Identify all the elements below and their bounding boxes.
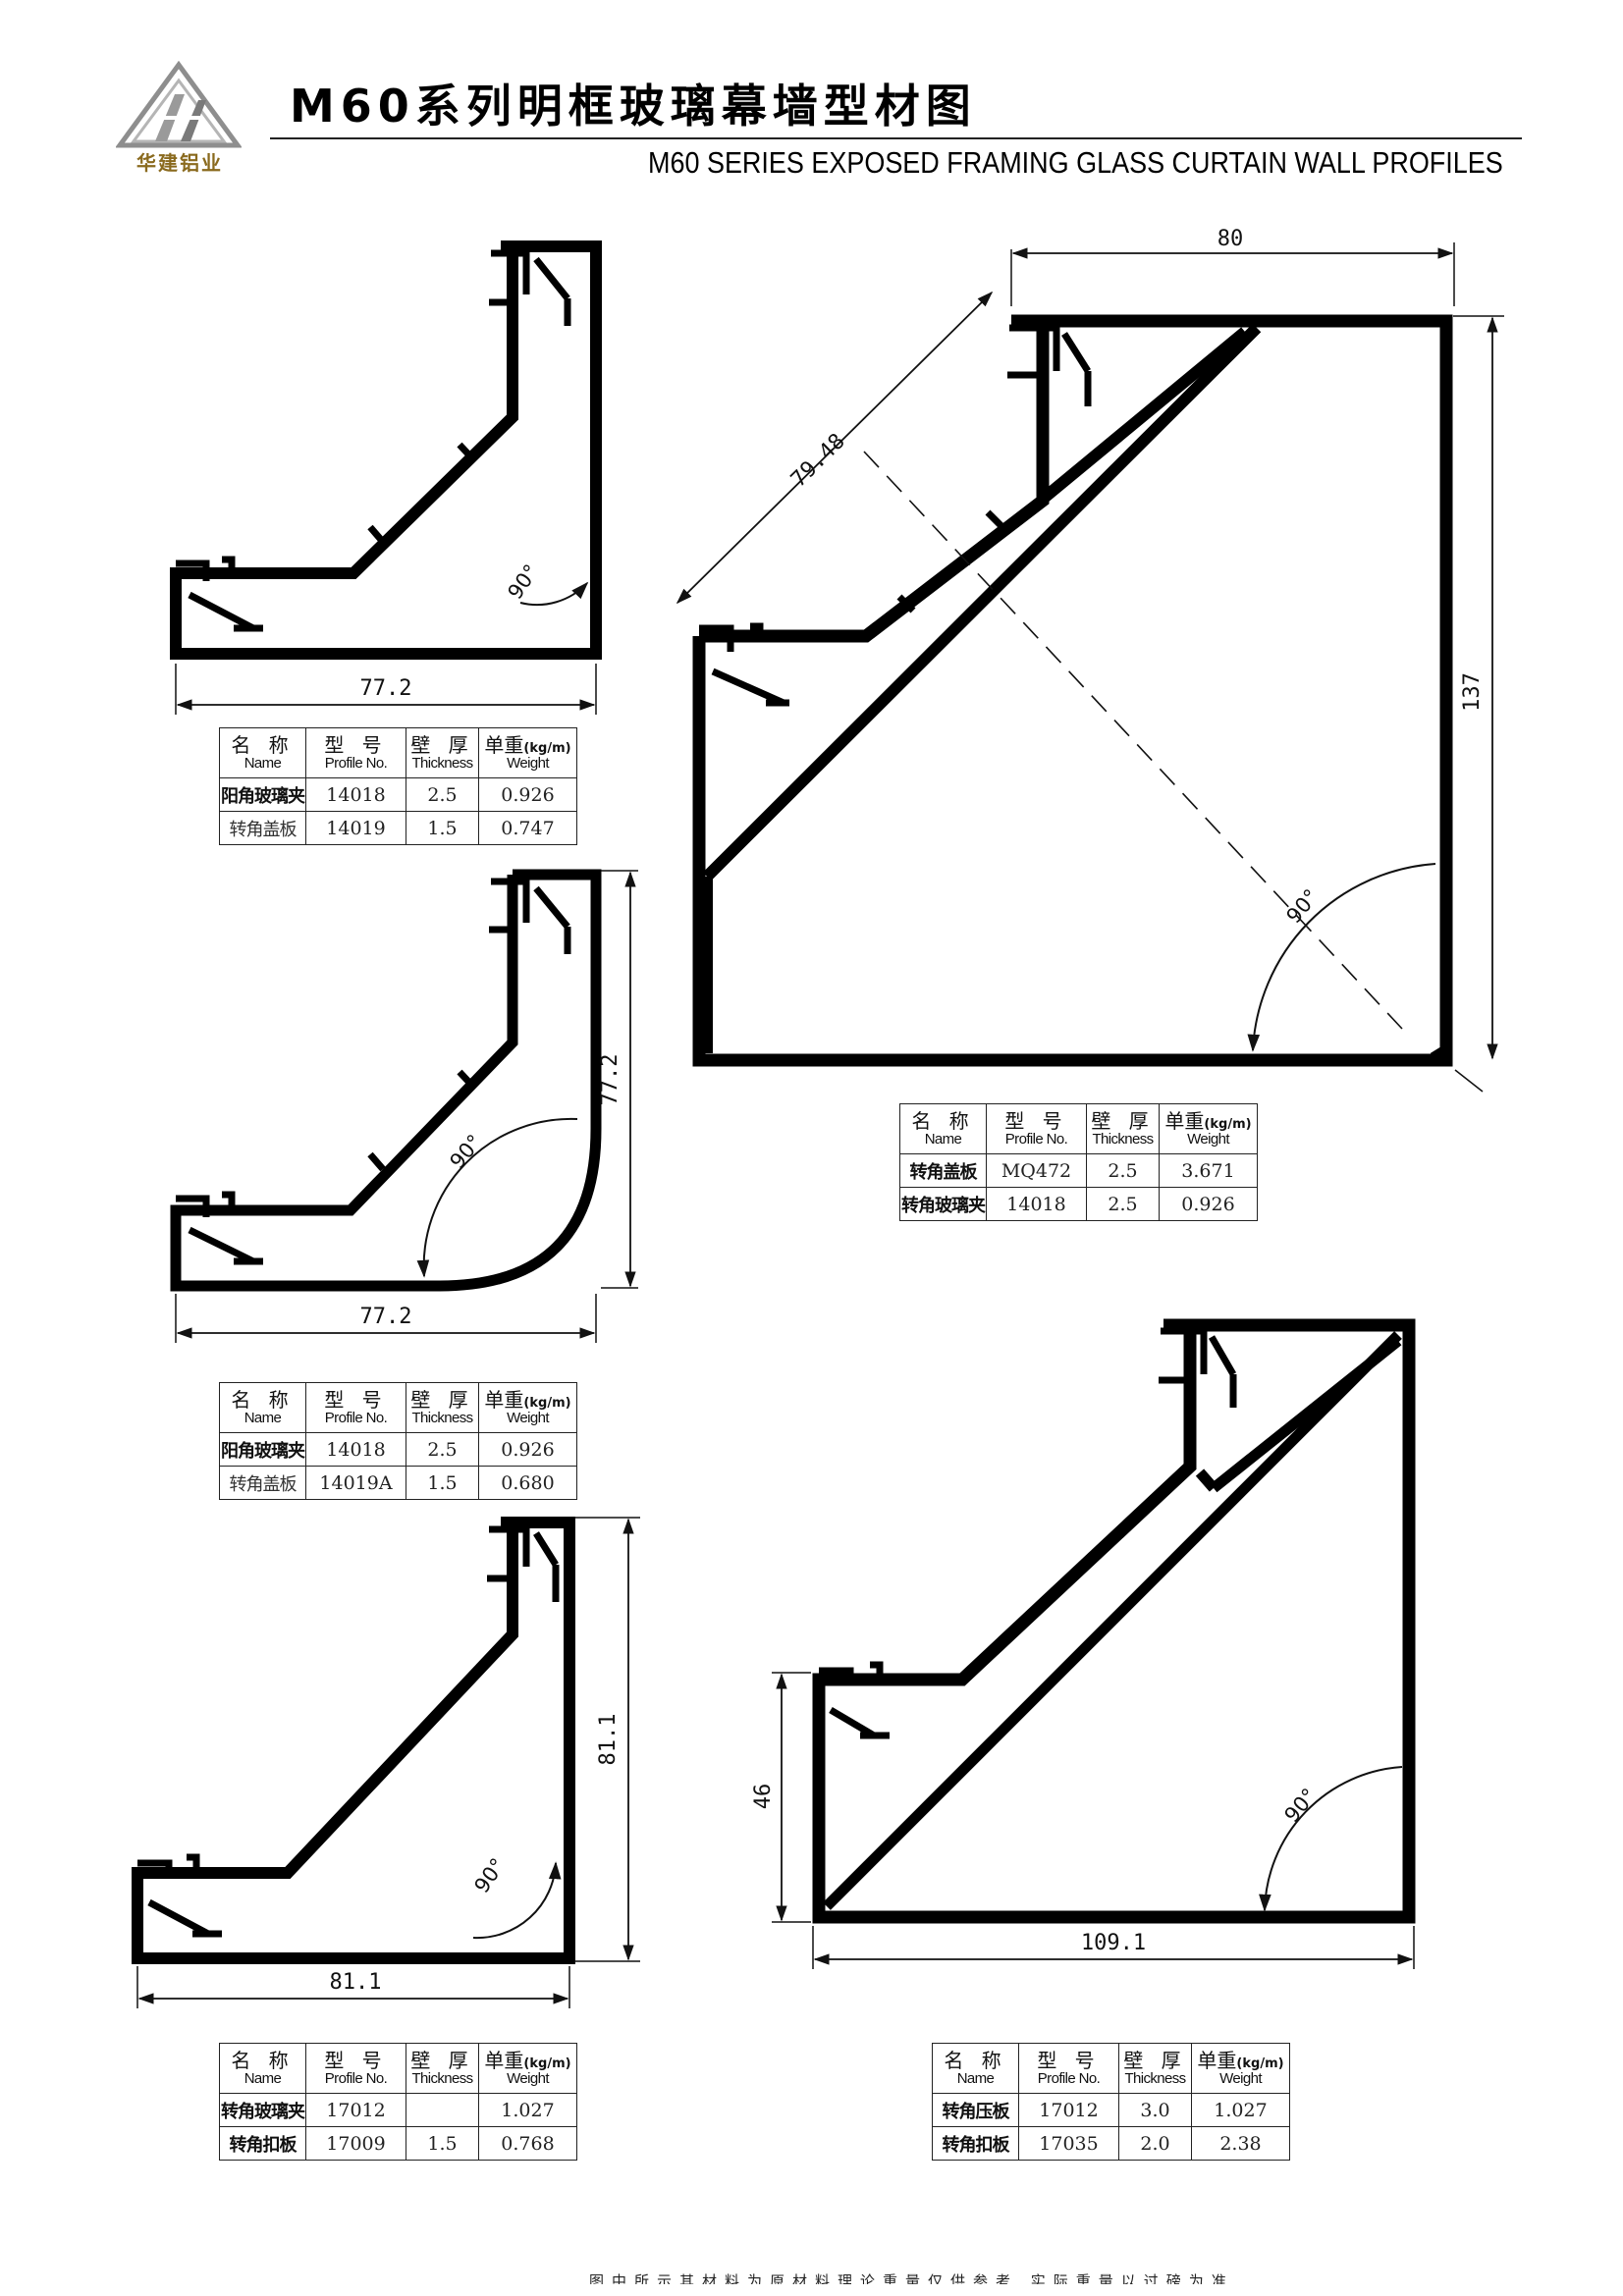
- table-row: 阳角玻璃夹 14018 2.5 0.926: [219, 1432, 577, 1467]
- dimension-height: 81.1: [596, 1714, 621, 1766]
- profile-drawing-3: 90° 81.1 81.1: [132, 1517, 640, 2008]
- angle-label: 90°: [1281, 884, 1323, 928]
- table-row: 转角扣板 17035 2.0 2.38: [932, 2126, 1290, 2161]
- brand-logo: [115, 60, 243, 177]
- table-row: 转角盖板 14019A 1.5 0.680: [219, 1466, 577, 1500]
- table-row: 转角扣板 17009 1.5 0.768: [219, 2126, 577, 2161]
- profile-drawing-2: 90° 77.2 77.2: [170, 869, 638, 1343]
- table-row: 转角压板 17012 3.0 1.027: [932, 2093, 1290, 2127]
- angle-label: 90°: [469, 1854, 510, 1897]
- dimension-width: 81.1: [330, 1970, 382, 1995]
- angle-label: 90°: [503, 561, 543, 604]
- angle-label: 90°: [1279, 1784, 1321, 1827]
- footnote: 图中所示其材料为原材料理论重量仅供参考,实际重量以过磅为准: [589, 2272, 1234, 2284]
- header-weight: 单重(kg/m)Weight: [1191, 2043, 1290, 2094]
- dimension-height: 77.2: [598, 1054, 622, 1106]
- header-weight: 单重(kg/m)Weight: [478, 2043, 577, 2094]
- dimension-width: 80: [1217, 227, 1244, 251]
- dimension-diagonal: 79.48: [786, 429, 850, 492]
- table-row: 转角玻璃夹 17012 1.027: [219, 2093, 577, 2127]
- logo-mark-icon: [115, 60, 243, 148]
- angle-label: 90°: [445, 1130, 486, 1173]
- table-row: 阳角玻璃夹 14018 2.5 0.926: [219, 777, 577, 812]
- table-row: 转角盖板 MQ472 2.5 3.671: [899, 1153, 1258, 1188]
- page-subtitle: M60 SERIES EXPOSED FRAMING GLASS CURTAIN…: [648, 145, 1503, 180]
- table-row: 转角盖板 14019 1.5 0.747: [219, 811, 577, 845]
- dimension-width: 77.2: [360, 1305, 412, 1329]
- page-title: M60系列明框玻璃幕墙型材图: [290, 80, 977, 133]
- dimension-width: 77.2: [360, 676, 412, 701]
- brand-logo-text: 华建铝业: [136, 151, 223, 175]
- profile-drawing-4: 80 137 79.48 90°: [676, 227, 1504, 1093]
- profile-drawing-5: 46 109.1 90°: [751, 1318, 1416, 1969]
- profile-drawing-1: 90° 77.2: [170, 240, 602, 715]
- dimension-width: 109.1: [1081, 1931, 1146, 1955]
- dimension-height: 46: [751, 1784, 776, 1810]
- dimension-height: 137: [1460, 672, 1485, 712]
- header-weight: 单重(kg/m)Weight: [1159, 1103, 1258, 1154]
- header-weight: 单重(kg/m)Weight: [478, 1382, 577, 1433]
- title-divider: [270, 137, 1522, 139]
- header-weight: 单重(kg/m)Weight: [478, 727, 577, 778]
- table-row: 转角玻璃夹 14018 2.5 0.926: [899, 1187, 1258, 1221]
